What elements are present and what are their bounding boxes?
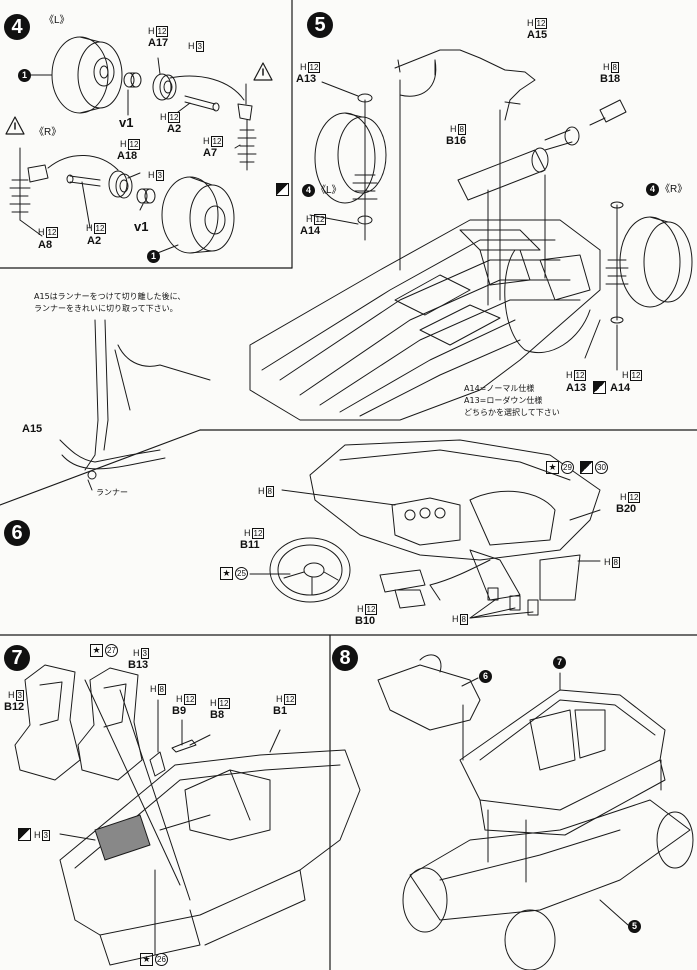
part-b18: B18 [600,73,621,85]
decal-30: 30 [595,461,608,474]
step6-art [249,439,601,619]
step-4-badge: 4 [4,14,30,40]
note-a13-lowdown: A13=ローダウン仕様 [464,396,543,405]
decal-star-25: ★ [220,567,233,580]
note-choose-one: どちらかを選択して下さい [464,408,560,417]
decal-star-29: ★ [546,461,559,474]
part-a17: A17 [148,37,169,49]
note-a14-normal: A14=ノーマル仕様 [464,384,535,393]
step-7-badge: 7 [4,645,30,671]
decal-mark-30 [580,461,593,474]
step-6-badge: 6 [4,520,30,546]
wheel-side-left: 《L》 [316,185,342,196]
assembly-ref-7: 7 [553,656,566,669]
part-v1-bottom: v1 [134,219,149,234]
part-b16: B16 [446,135,467,147]
option-mark-bottom [593,381,606,394]
cut-note-line1: A15はランナーをつけて切り離した後に、 [34,292,186,301]
tire-ref-bottom: 1 [147,250,160,263]
wheel-side-right: 《R》 [660,184,688,195]
part-a2-top: A2 [167,123,182,135]
step-8-badge: 8 [332,645,358,671]
part-b10: B10 [355,615,376,627]
decal-29: 29 [561,461,574,474]
part-b9: B9 [172,705,187,717]
step7-art [14,664,361,966]
part-b11: B11 [240,539,260,551]
step5-art [249,49,693,421]
part-b1: B1 [273,705,288,717]
runner-cut-art [59,319,211,491]
assembly-ref-6: 6 [479,670,492,683]
part-a8: A8 [38,239,53,251]
wheel-ref-left: 4 [302,184,315,197]
step-5-badge: 5 [307,12,333,38]
decal-27: 27 [105,644,118,657]
part-a14: A14 [300,225,321,237]
part-b20: B20 [616,503,637,515]
part-b8: B8 [210,709,225,721]
side-label-right: 《R》 [34,127,62,138]
wheel-ref-right: 4 [646,183,659,196]
runner-label: ランナー [96,488,128,497]
part-a2-bottom: A2 [87,235,102,247]
part-v1-top: v1 [119,115,134,130]
step4-art [5,36,273,255]
decal-star-26: ★ [140,953,153,966]
mark-h3-tub [18,828,31,841]
step8-art [377,654,694,970]
part-a15: A15 [527,29,548,41]
part-a7: A7 [203,147,218,159]
side-label-left: 《L》 [44,15,70,26]
part-a18: A18 [117,150,138,162]
part-a13-bottom: A13 [566,382,587,394]
assembly-ref-5: 5 [628,920,641,933]
part-b12: B12 [4,701,25,713]
decal-26: 26 [155,953,168,966]
part-a13: A13 [296,73,317,85]
decal-25: 25 [235,567,248,580]
option-mark-a13-a14 [276,183,289,196]
tire-ref-top: 1 [18,69,31,82]
part-a14-bottom: A14 [610,382,631,394]
cut-part-a15: A15 [22,423,43,435]
cut-note-line2: ランナーをきれいに切り取って下さい。 [34,304,178,313]
decal-star-27: ★ [90,644,103,657]
part-b13: B13 [128,659,149,671]
